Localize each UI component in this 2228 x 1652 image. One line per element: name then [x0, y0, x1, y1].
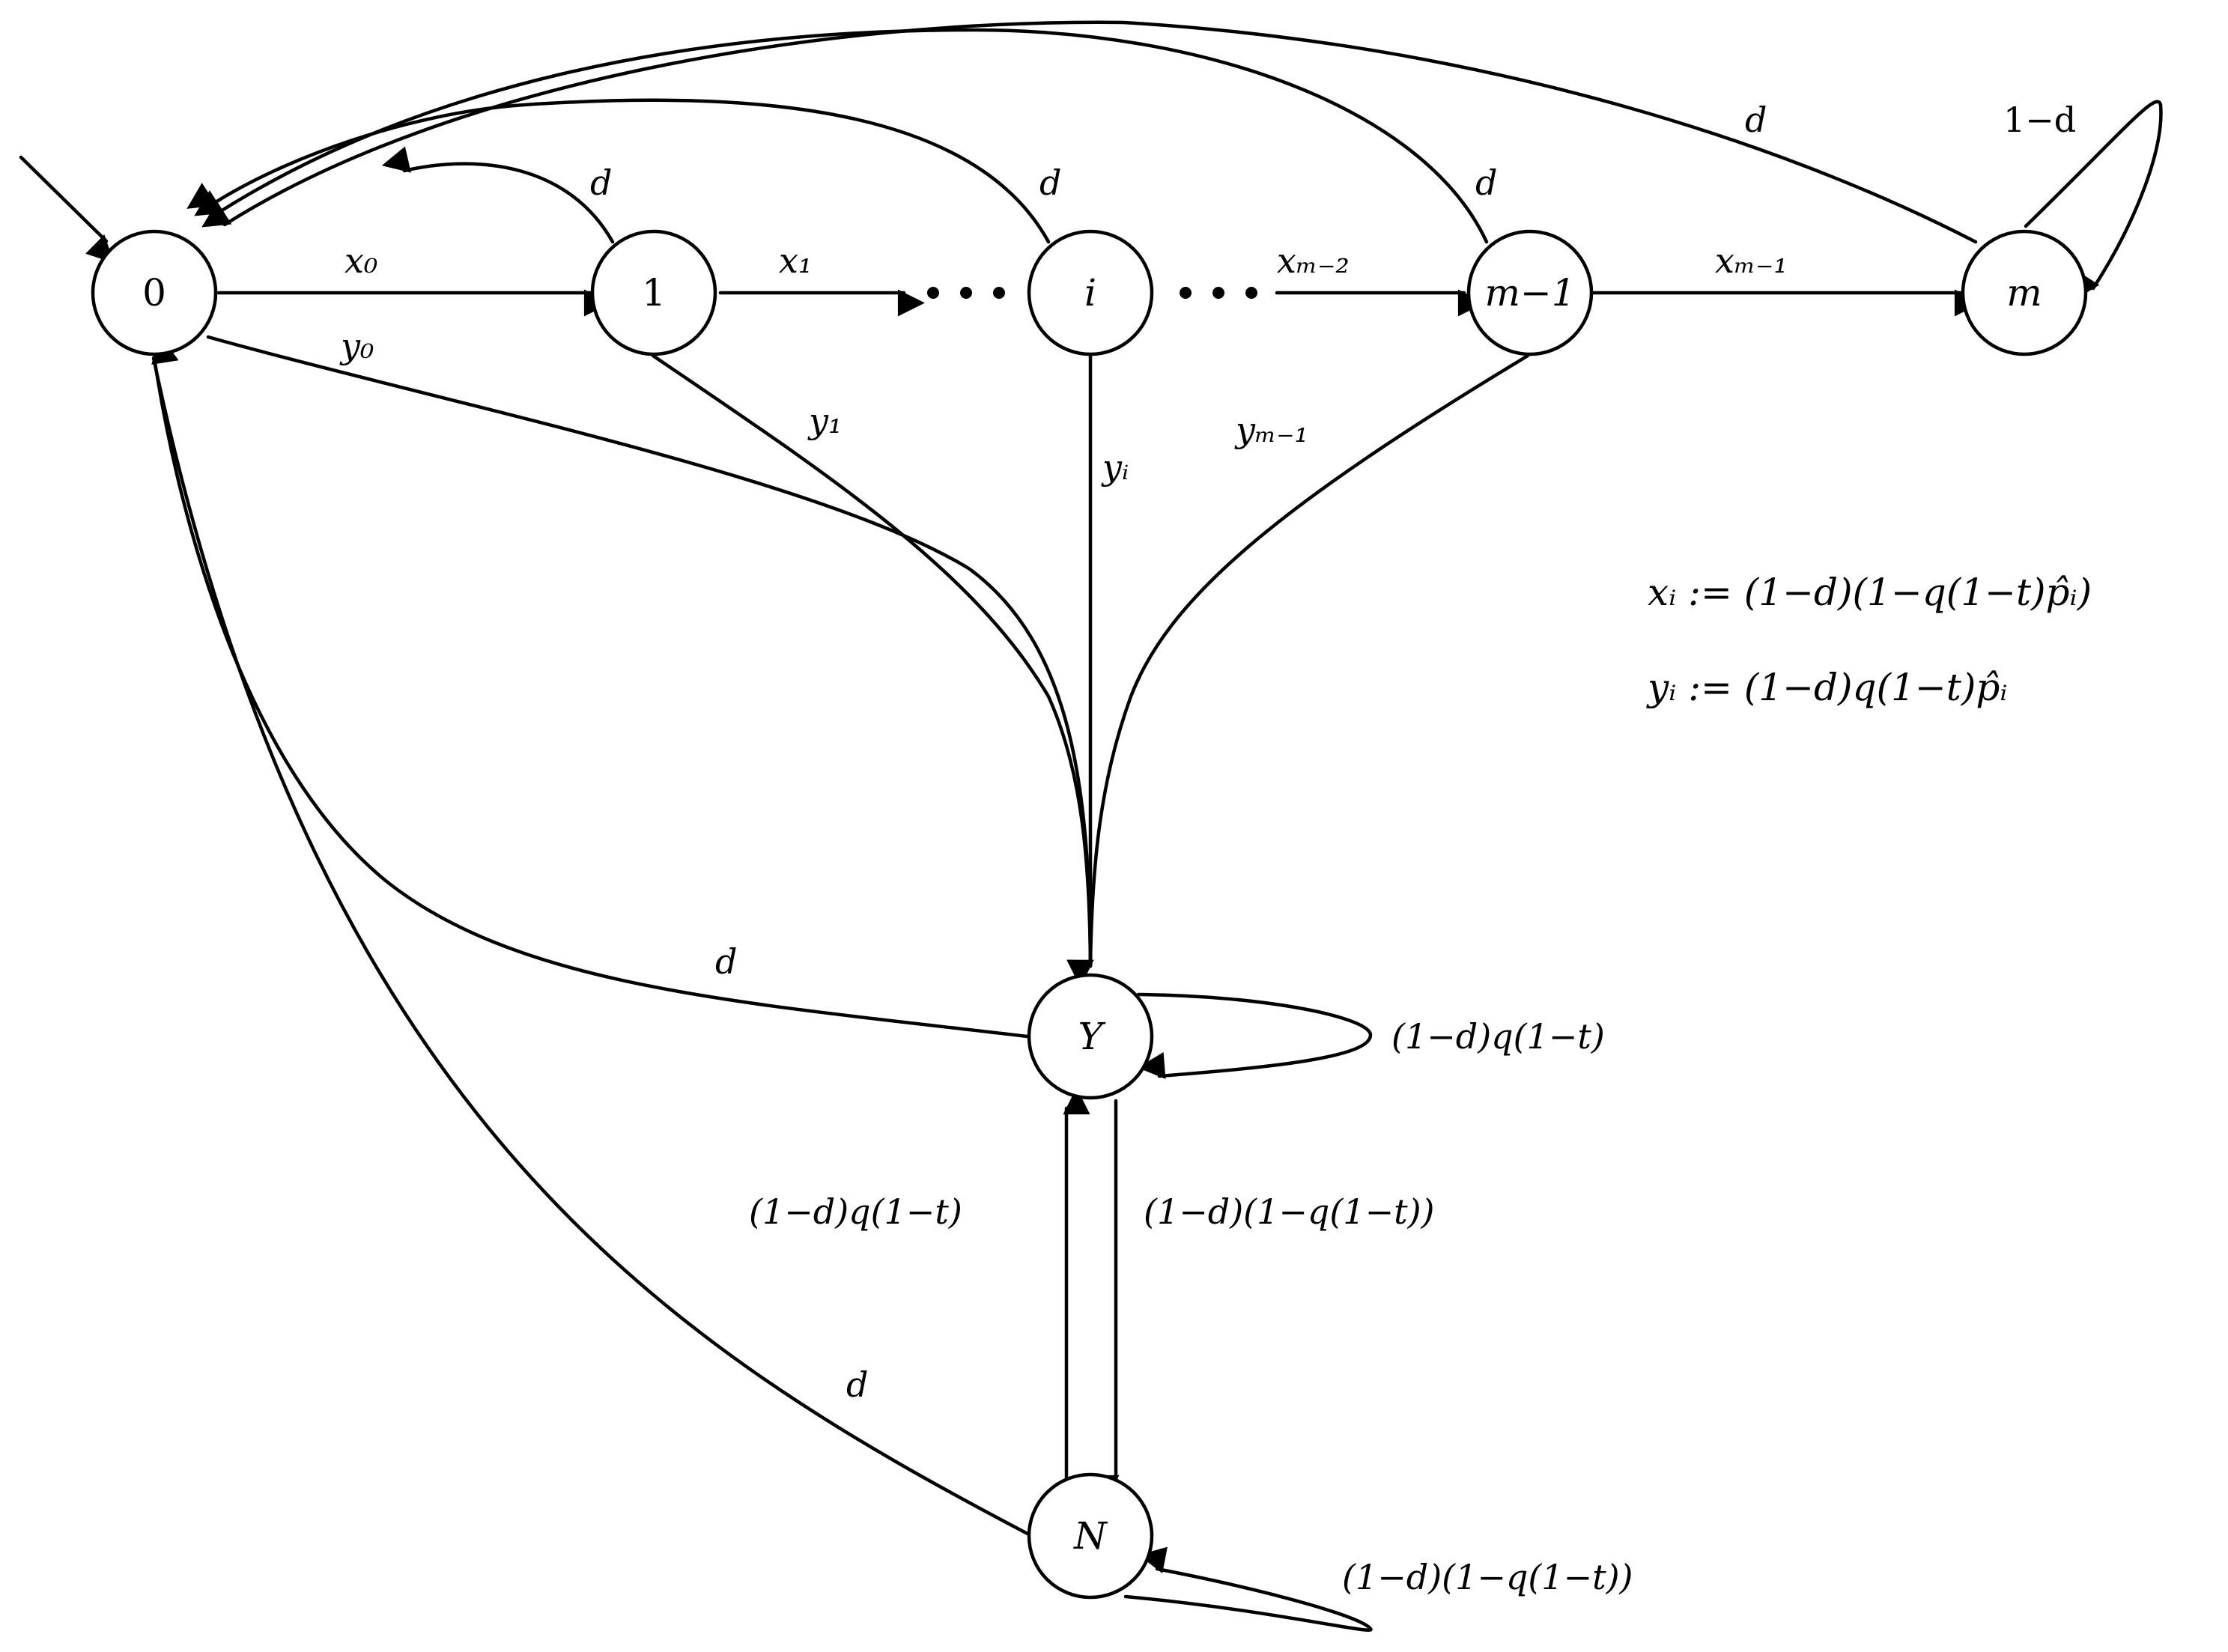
node-m-minus-1: m−1 — [1466, 229, 1594, 356]
node-m: m — [1961, 229, 2088, 356]
initial-arrow — [19, 155, 115, 264]
edge-ym1 — [1066, 353, 1530, 987]
node-1: 1 — [590, 229, 717, 356]
label-d-from-m: d — [1745, 100, 1767, 140]
edge-d-from-i — [186, 98, 1051, 244]
label-d-from-N: d — [846, 1364, 868, 1405]
label-d-from-1: d — [590, 163, 612, 203]
label-xm2: xₘ₋₂ — [1277, 240, 1350, 281]
node-1-label: 1 — [642, 271, 666, 315]
node-Y-label: Y — [1078, 1015, 1105, 1058]
node-0: 0 — [91, 229, 218, 356]
edge-d-from-N — [151, 335, 1030, 1536]
edge-y1 — [651, 353, 1094, 987]
label-m-self-loop: 1−d — [2003, 100, 2076, 140]
edge-d-from-m — [201, 20, 1978, 244]
edge-d-from-Y — [151, 335, 1030, 1039]
definition-y: yᵢ := (1−d)q(1−t)p̂ᵢ — [1646, 666, 2007, 709]
edge-y0 — [206, 335, 1094, 987]
definition-x: xᵢ := (1−d)(1−q(1−t)p̂ᵢ) — [1648, 571, 2092, 614]
label-d-from-i: d — [1039, 163, 1061, 203]
label-N-to-Y: (1−d)q(1−t) — [749, 1191, 962, 1232]
edge-d-from-1 — [381, 146, 615, 244]
edge-d-from-m1 — [194, 28, 1489, 244]
label-x0: x₀ — [344, 240, 377, 281]
ellipsis-dots-right — [1180, 287, 1257, 299]
edge-N-self-loop — [1123, 1546, 1373, 1632]
node-m-minus-1-label: m−1 — [1484, 271, 1575, 315]
label-ym1: yₘ₋₁ — [1234, 410, 1308, 450]
node-i-label: i — [1084, 271, 1096, 315]
label-y0: y₀ — [339, 326, 374, 366]
label-xm1: xₘ₋₁ — [1715, 240, 1788, 281]
edge-Y-self-loop — [1136, 992, 1373, 1079]
node-N: N — [1027, 1472, 1154, 1600]
node-N-label: N — [1073, 1514, 1108, 1558]
label-yi: yᵢ — [1101, 447, 1129, 488]
label-d-from-m1: d — [1475, 163, 1497, 203]
node-Y: Y — [1027, 973, 1154, 1100]
label-y1: y₁ — [807, 401, 842, 441]
label-N-self-loop: (1−d)(1−q(1−t)) — [1342, 1557, 1633, 1597]
edge-m-self-loop — [2024, 100, 2163, 301]
node-i: i — [1027, 229, 1154, 356]
node-0-label: 0 — [142, 271, 166, 315]
node-m-label: m — [2006, 271, 2042, 315]
label-x1: x₁ — [779, 240, 812, 281]
label-d-from-Y: d — [715, 941, 737, 982]
label-Y-to-N: (1−d)(1−q(1−t)) — [1144, 1191, 1434, 1232]
label-Y-self-loop: (1−d)q(1−t) — [1391, 1016, 1605, 1057]
ellipsis-dots-left — [927, 287, 1005, 299]
